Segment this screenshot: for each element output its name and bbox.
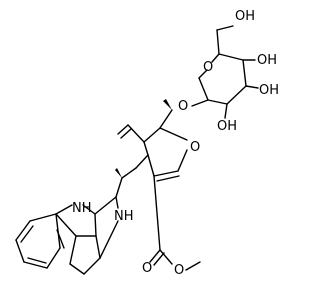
atom-label-o-glycosidic: O <box>178 99 188 114</box>
atom-label-o-pyran-ring: O <box>190 140 200 155</box>
molecule-structure: OH O OH OH OH O O NH NH O O <box>15 9 279 278</box>
atom-label-oh-2: OH <box>217 119 237 134</box>
pyran-ring <box>143 109 188 182</box>
linker-bonds <box>121 154 161 251</box>
atom-label-o-carbonyl: O <box>142 261 152 276</box>
atom-label-nh-indole: NH <box>72 201 92 216</box>
atom-label-oh-3: OH <box>259 83 279 98</box>
atom-label-oh-4: OH <box>257 53 277 68</box>
atom-label-o-ester: O <box>174 263 184 278</box>
stereo-wedge <box>115 168 122 178</box>
atom-label-nh-amine: NH <box>114 209 134 224</box>
stereo-wedge <box>163 99 172 110</box>
methyl-ester <box>149 249 201 271</box>
vinyl-group <box>117 124 145 143</box>
atom-label-oh-ch2oh: OH <box>235 9 255 24</box>
beta-carboline <box>15 177 123 275</box>
atom-label-o-sugar-ring: O <box>203 60 213 75</box>
sugar-ring <box>191 25 259 119</box>
